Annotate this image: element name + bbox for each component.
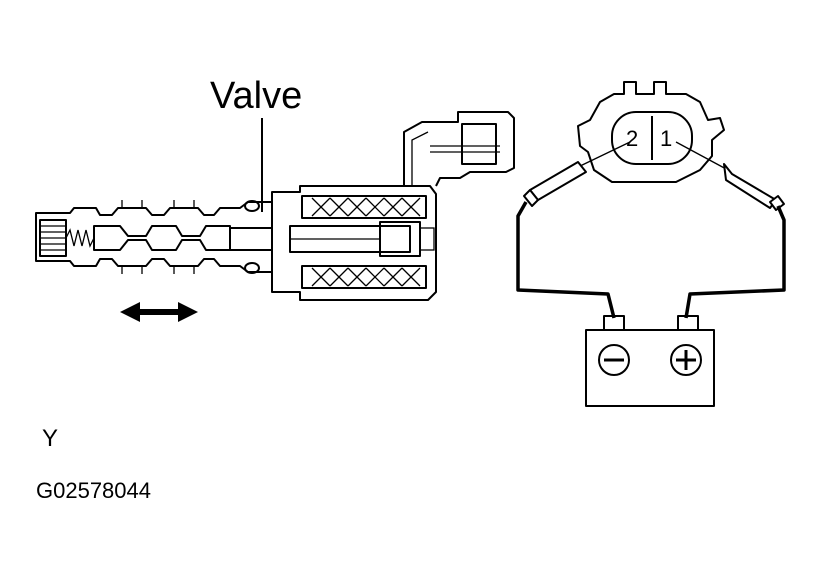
test-probe-positive <box>675 141 785 211</box>
double-arrow-icon <box>120 302 198 322</box>
wire-negative <box>516 201 616 319</box>
connector-cavity <box>611 111 693 165</box>
connector-test-setup: 2 1 <box>516 81 786 407</box>
wire-positive <box>684 205 786 319</box>
figure-code: G02578044 <box>36 478 151 503</box>
valve-label: Valve <box>210 75 302 117</box>
test-probe-negative <box>523 141 631 207</box>
connector-pin-2: 2 <box>626 126 638 151</box>
view-letter: Y <box>42 425 58 452</box>
connector-housing <box>577 81 725 183</box>
connector-pin-1: 1 <box>660 126 672 151</box>
plus-icon <box>670 344 702 376</box>
battery-terminal-negative <box>603 315 625 331</box>
minus-icon <box>598 344 630 376</box>
oil-control-valve: Valve <box>35 75 515 322</box>
battery <box>585 315 715 407</box>
battery-terminal-positive <box>677 315 699 331</box>
